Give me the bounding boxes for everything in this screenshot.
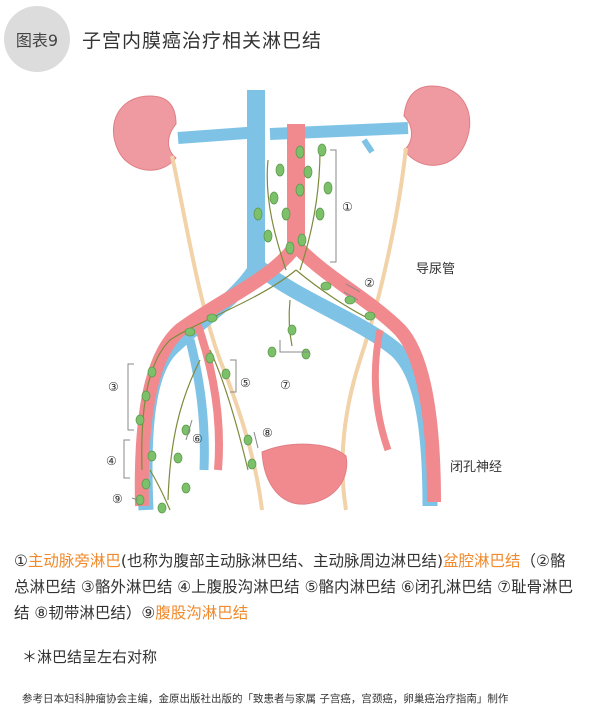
marker-5: ⑤ [240, 376, 251, 390]
marker-2: ② [364, 276, 375, 290]
artery-branch-left [371, 329, 392, 452]
obturator-nerve-label: 闭孔神经 [450, 460, 503, 475]
marker-9: ⑨ [112, 492, 123, 506]
common-iliac-artery-left [293, 243, 441, 503]
marker-7: ⑦ [280, 378, 291, 392]
source-credit: 参考日本妇科肿瘤协会主编，金原出版社出版的「致患者与家属 子宫癌，宫颈癌，卵巢癌… [22, 693, 509, 705]
caption-marker-1: ① [14, 552, 28, 570]
label-brackets [123, 149, 361, 501]
marker-6: ⑥ [192, 432, 203, 446]
caption-para-aortic-note: (也称为腹部主动脉淋巴结、主动脉周边淋巴结) [120, 552, 444, 570]
caption-para-aortic: 主动脉旁淋巴 [27, 552, 121, 570]
common-iliac-artery-right [134, 243, 300, 507]
figure-number-badge: 图表9 [4, 6, 70, 72]
page-title: 子宫内膜癌治疗相关淋巴结 [82, 30, 323, 52]
marker-1: ① [342, 200, 353, 214]
lymph-node-anatomy-diagram [113, 85, 471, 514]
internal-iliac-artery [192, 318, 224, 471]
caption-pelvic-list: （②骼总淋巴结 ③骼外淋巴结 ④上腹股沟淋巴结 ⑤骼内淋巴结 ⑥闭孔淋巴结 ⑦耻… [14, 552, 574, 622]
legend-caption: ①主动脉旁淋巴(也称为腹部主动脉淋巴结、主动脉周边淋巴结)盆腔淋巴结（②骼总淋巴… [14, 548, 580, 626]
caption-marker-9: ⑨ [141, 604, 156, 622]
marker-8: ⑧ [262, 426, 273, 440]
left-kidney [403, 85, 471, 166]
vein-branch-small [361, 138, 375, 154]
internal-iliac-vein [185, 338, 209, 471]
caption-inguinal: 腹股沟淋巴结 [155, 604, 249, 622]
symmetry-note: ＊淋巴结呈左右对称 [22, 648, 158, 666]
caption-pelvic: 盆腔淋巴结 [443, 552, 521, 570]
lymph-nodes [135, 143, 376, 514]
right-kidney [113, 95, 177, 171]
renal-vein-right [177, 126, 261, 144]
marker-3: ③ [108, 380, 119, 394]
bladder [261, 443, 348, 505]
marker-4: ④ [106, 454, 117, 468]
ureter-label: 导尿管 [416, 262, 456, 277]
